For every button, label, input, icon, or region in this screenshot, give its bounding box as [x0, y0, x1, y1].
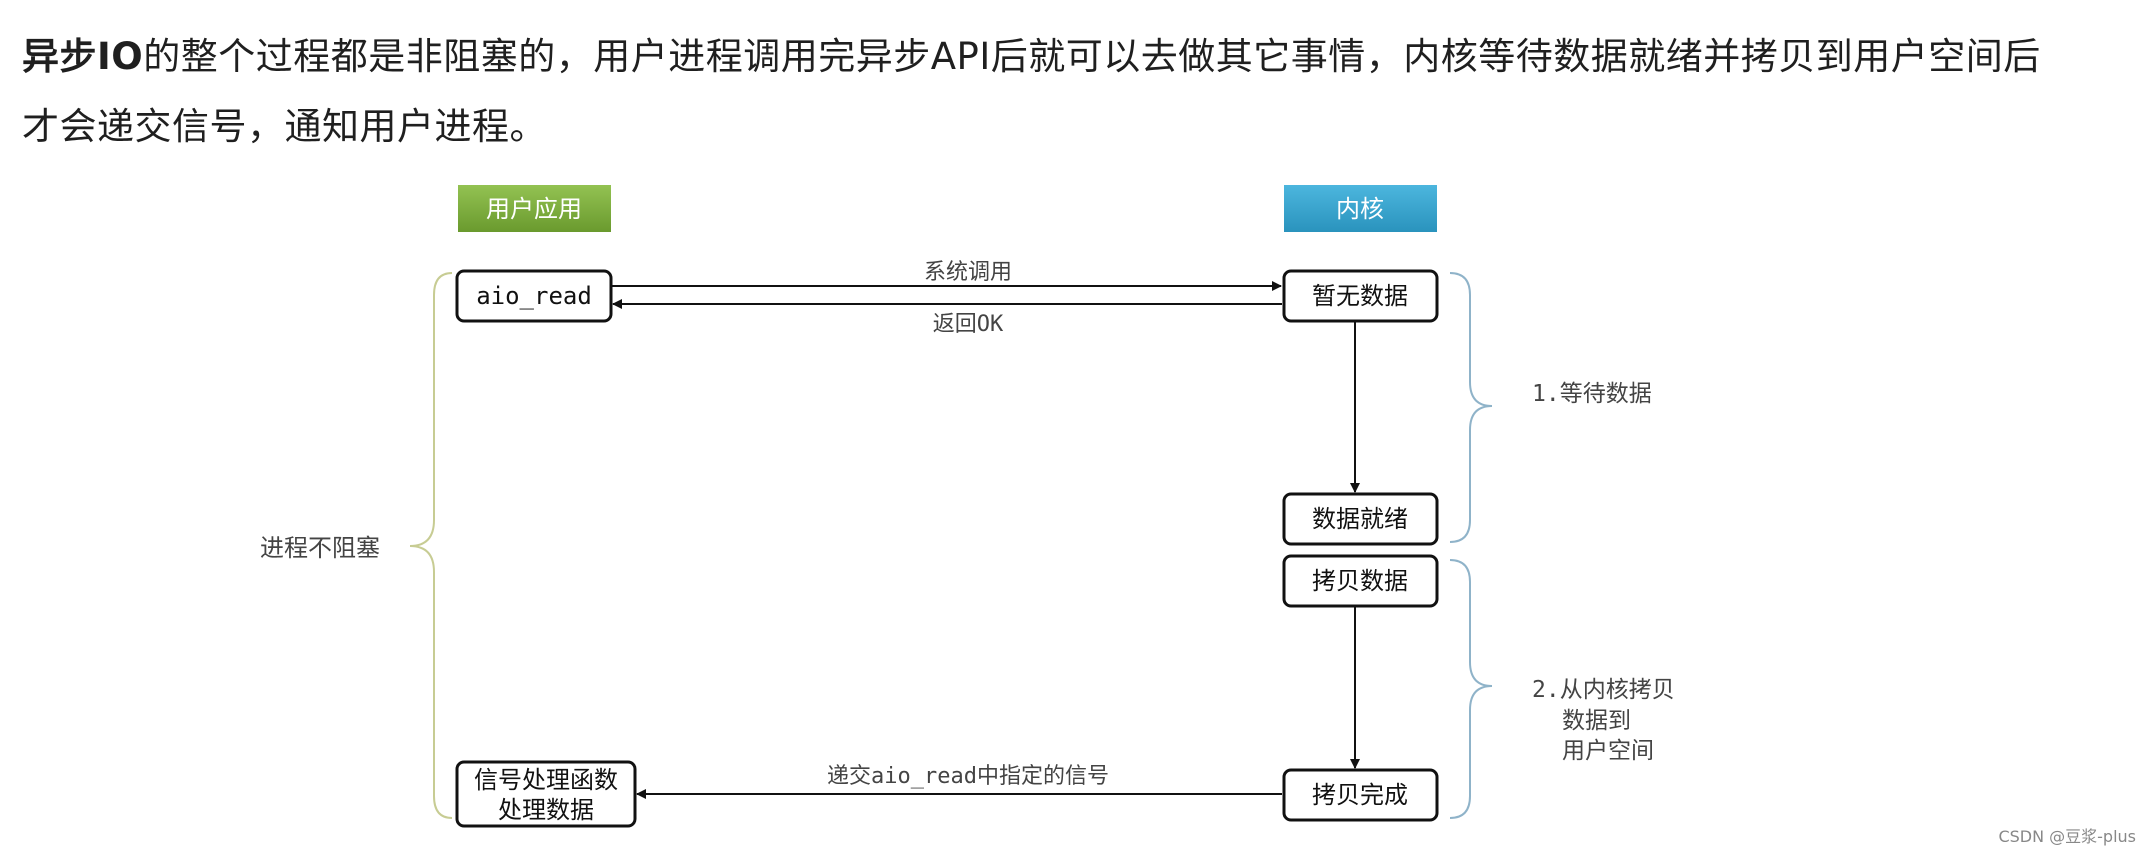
box-aio-read: aio_read	[455, 269, 613, 323]
brace-phase1	[1449, 272, 1493, 543]
box-data-ready-label: 数据就绪	[1312, 505, 1408, 533]
box-copy-data-label: 拷贝数据	[1312, 567, 1408, 595]
box-data-ready: 数据就绪	[1282, 492, 1439, 546]
header-user-app-label: 用户应用	[486, 195, 582, 223]
phase2-label-line2: 数据到	[1562, 708, 1631, 734]
header-kernel-label: 内核	[1336, 195, 1384, 223]
phase2-label-line1: 2.从内核拷贝	[1532, 677, 1675, 703]
phase1-label: 1.等待数据	[1532, 381, 1652, 407]
box-signal-handler-line1: 信号处理函数	[474, 766, 618, 794]
arrow-return-ok-label: 返回OK	[933, 312, 1004, 337]
header-kernel: 内核	[1284, 185, 1437, 232]
brace-phase2	[1449, 559, 1493, 819]
box-copy-data: 拷贝数据	[1282, 554, 1439, 608]
box-signal-handler-line2: 处理数据	[498, 796, 594, 824]
box-signal-handler: 信号处理函数 处理数据	[455, 760, 637, 828]
watermark: CSDN @豆浆-plus	[1998, 827, 2136, 846]
header-user-app: 用户应用	[458, 185, 611, 232]
box-copy-done-label: 拷贝完成	[1312, 781, 1408, 809]
arrow-deliver-signal-label: 递交aio_read中指定的信号	[827, 764, 1109, 789]
intro-text: 的整个过程都是非阻塞的，用户进程调用完异步API后就可以去做其它事情，内核等待数…	[22, 35, 2041, 148]
intro-paragraph: 异步IO的整个过程都是非阻塞的，用户进程调用完异步API后就可以去做其它事情，内…	[22, 22, 2042, 162]
box-copy-done: 拷贝完成	[1282, 768, 1439, 822]
arrow-syscall-label: 系统调用	[924, 260, 1012, 285]
box-aio-read-label: aio_read	[476, 282, 592, 310]
box-no-data-label: 暂无数据	[1312, 282, 1408, 310]
brace-non-blocking	[409, 272, 453, 819]
box-no-data: 暂无数据	[1282, 269, 1439, 323]
phase2-label-line3: 用户空间	[1562, 738, 1654, 764]
intro-bold-term: 异步IO	[22, 35, 144, 78]
brace-non-blocking-label: 进程不阻塞	[260, 534, 380, 562]
